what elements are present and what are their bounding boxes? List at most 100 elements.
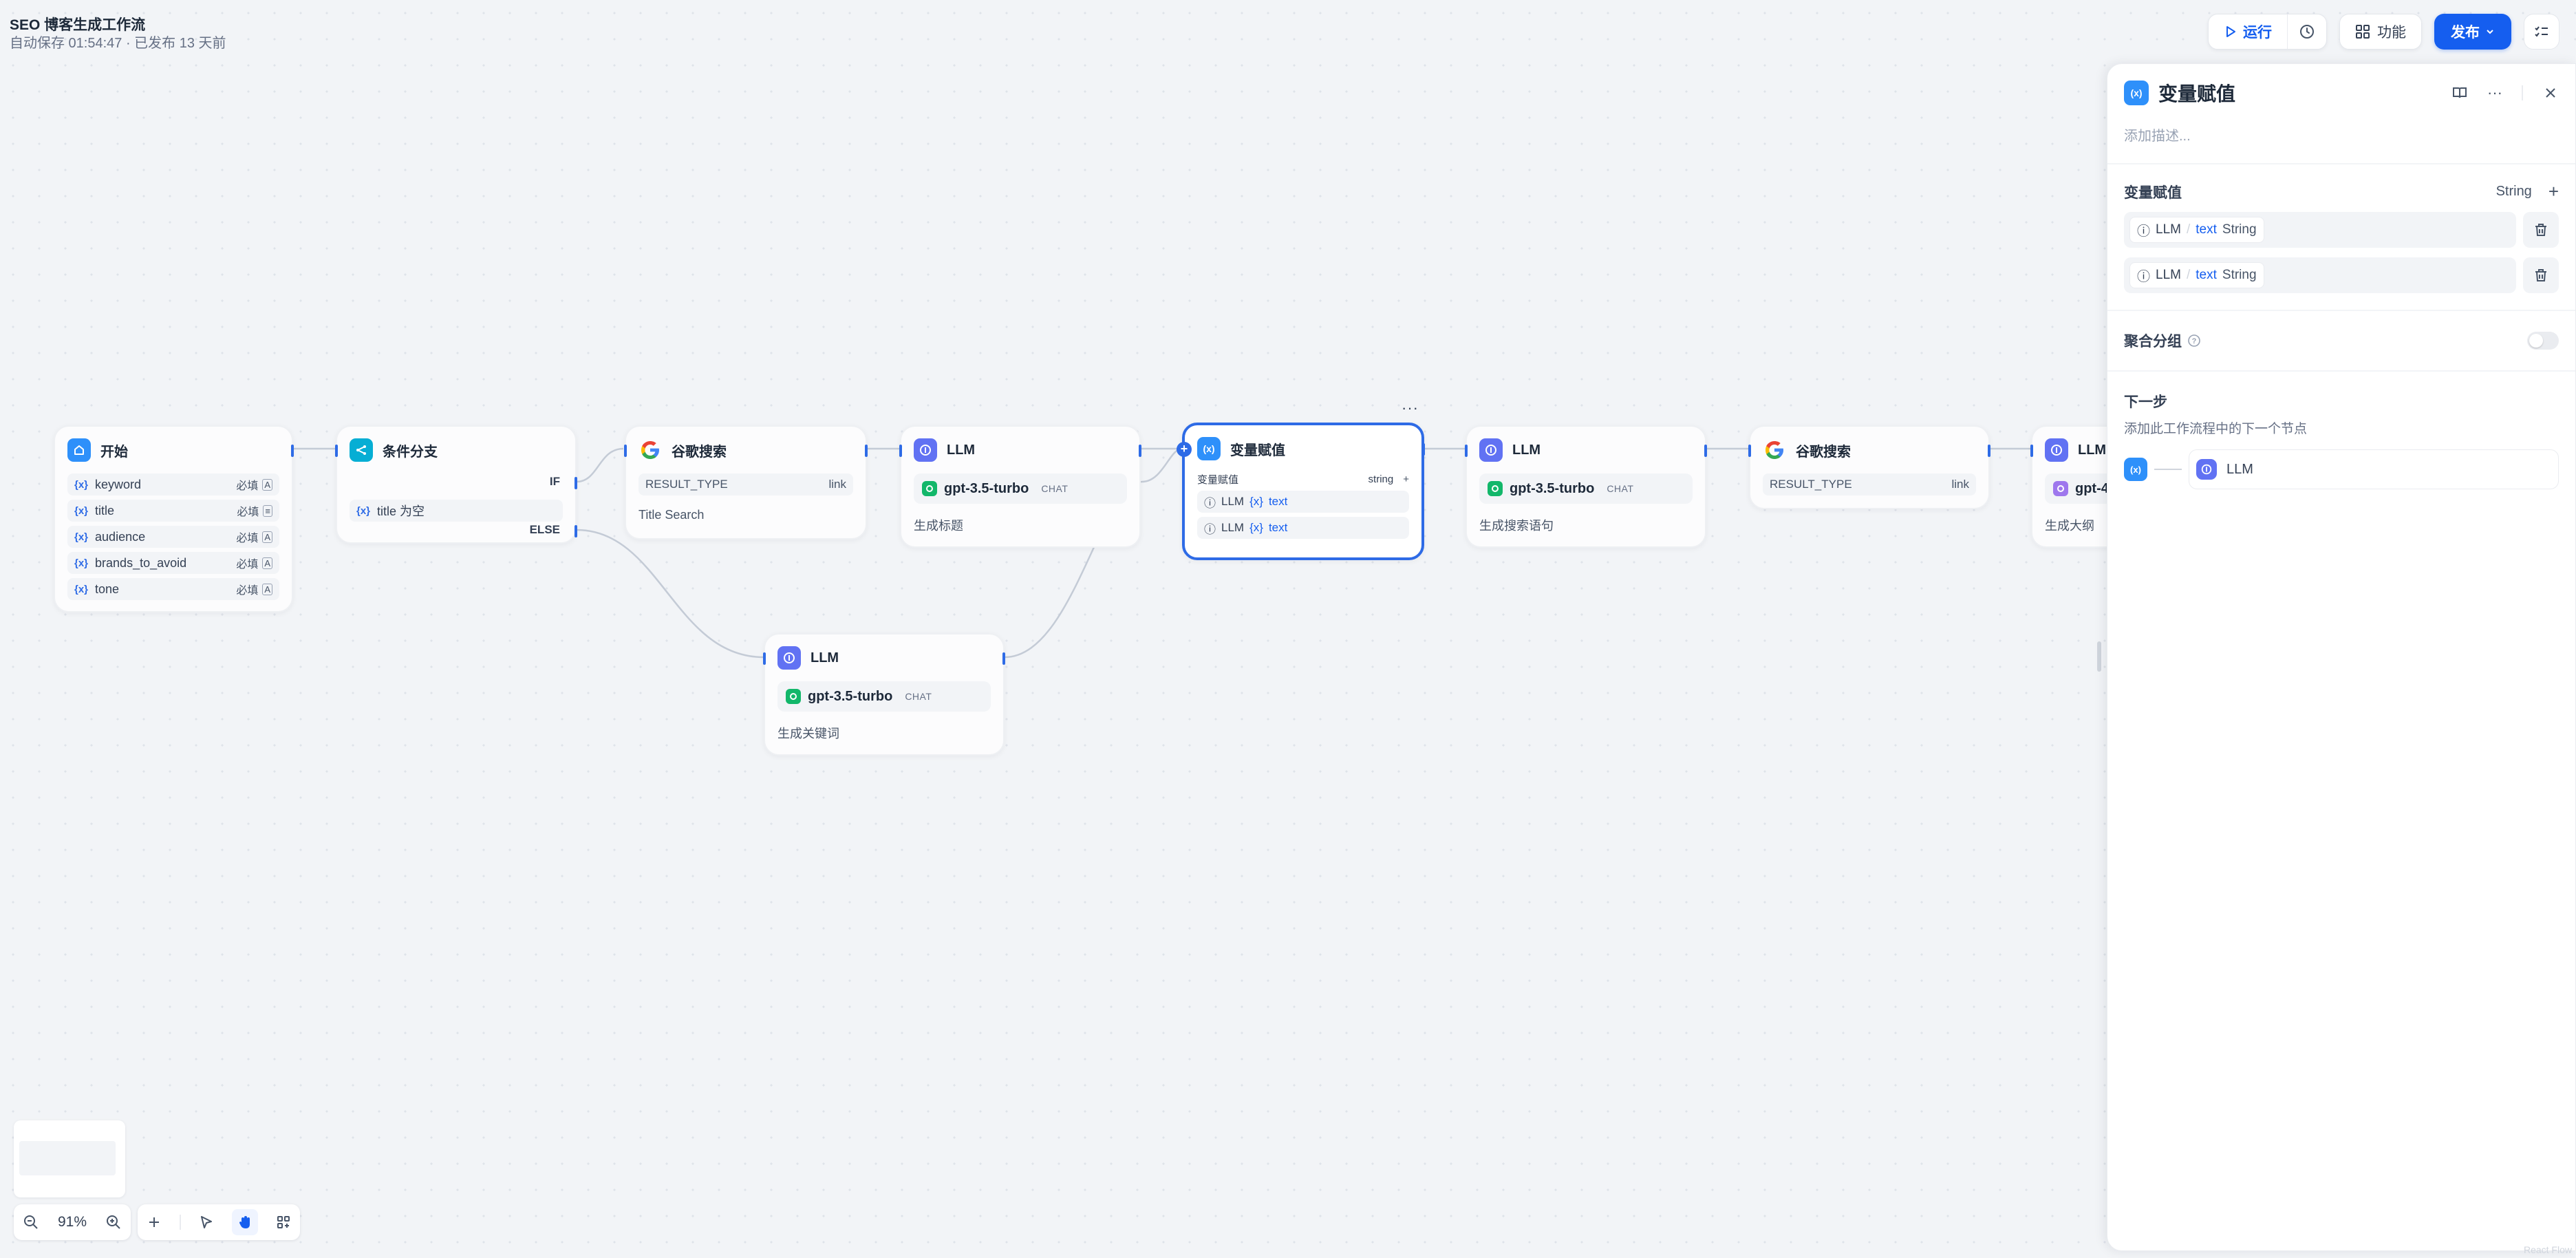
more-icon[interactable]: ··· xyxy=(2487,84,2502,101)
history-button[interactable] xyxy=(2288,14,2326,49)
node-llm[interactable]: LLM gpt-3.5-turbo CHAT 生成搜索语句 xyxy=(1465,425,1707,548)
llm-icon xyxy=(777,646,801,670)
divider xyxy=(2522,85,2523,100)
next-node-item[interactable]: LLM xyxy=(2189,449,2559,489)
model-name: gpt-3.5-turbo xyxy=(808,688,893,704)
node-llm-header: LLM xyxy=(765,635,1003,681)
output-type-select[interactable]: String xyxy=(2496,184,2532,199)
checklist-button[interactable] xyxy=(2524,14,2559,50)
divider xyxy=(2107,370,2575,372)
input-handle[interactable] xyxy=(1748,445,1751,457)
pointer-icon[interactable] xyxy=(199,1215,214,1230)
node-llm-header: LLM xyxy=(901,427,1139,473)
output-handle[interactable] xyxy=(291,445,294,457)
node-start-header: 开始 xyxy=(55,427,292,473)
trash-icon xyxy=(2535,269,2546,281)
divider xyxy=(2107,163,2575,164)
output-handle[interactable] xyxy=(1002,652,1005,665)
node-ifelse-header: 条件分支 xyxy=(337,427,575,473)
text-type-icon: A xyxy=(262,583,272,595)
delete-button[interactable] xyxy=(2523,257,2559,293)
input-handle[interactable] xyxy=(335,445,338,457)
assign-section: 变量赋值 String + ⓘ LLM / text String xyxy=(2107,164,2575,310)
zoom-out-icon[interactable] xyxy=(23,1214,39,1230)
minimap[interactable] xyxy=(14,1120,125,1197)
features-button[interactable]: 功能 xyxy=(2340,14,2421,49)
node-description: 生成搜索语句 xyxy=(1479,519,1554,533)
node-description: Title Search xyxy=(638,508,705,522)
add-icon[interactable]: + xyxy=(1403,473,1409,485)
delete-button[interactable] xyxy=(2523,212,2559,248)
minimap-viewport xyxy=(19,1141,116,1175)
hand-tool-button[interactable] xyxy=(232,1209,258,1235)
start-var-name: audience xyxy=(95,529,146,544)
input-handle[interactable] xyxy=(763,652,766,665)
openai-icon xyxy=(1488,481,1503,496)
output-handle[interactable] xyxy=(1704,445,1707,457)
panel-title[interactable]: 变量赋值 xyxy=(2158,83,2236,105)
if-output-handle[interactable] xyxy=(575,477,577,489)
input-handle[interactable] xyxy=(624,445,627,457)
required-label: 必填 xyxy=(236,585,259,597)
panel-resize-handle[interactable] xyxy=(2097,641,2101,672)
node-llm-keywords[interactable]: LLM gpt-3.5-turbo CHAT 生成关键词 xyxy=(763,633,1005,756)
add-variable-icon[interactable]: + xyxy=(2548,181,2559,202)
llm-icon xyxy=(1479,438,1503,462)
var-selector[interactable]: ⓘ LLM / text String xyxy=(2124,257,2516,293)
variable-icon: {x} xyxy=(1249,521,1263,534)
help-icon[interactable]: ? xyxy=(2187,334,2201,348)
variable-icon: {x} xyxy=(74,531,89,543)
input-handle[interactable] xyxy=(1465,445,1468,457)
group-toggle[interactable] xyxy=(2527,332,2559,350)
output-handle[interactable] xyxy=(865,445,868,457)
output-handle[interactable] xyxy=(1988,445,1990,457)
close-icon[interactable] xyxy=(2542,85,2559,101)
next-step-title: 下一步 xyxy=(2124,394,2167,410)
variable-icon: {x} xyxy=(356,504,371,517)
edge-else-llmkw xyxy=(576,529,764,659)
node-llm[interactable]: LLM gpt-3.5-turbo CHAT 生成标题 xyxy=(899,425,1141,548)
output-handle[interactable] xyxy=(1422,443,1425,456)
add-node-icon[interactable] xyxy=(147,1215,162,1230)
node-description: 生成关键词 xyxy=(777,727,839,740)
variable-icon: {x} xyxy=(74,583,89,595)
zoom-level[interactable]: 91% xyxy=(57,1214,87,1230)
node-google-title: 谷歌搜索 xyxy=(1796,444,1851,460)
node-assigner-header: (x) 变量赋值 xyxy=(1185,425,1421,472)
organize-icon[interactable] xyxy=(276,1215,291,1230)
variable-icon: (x) xyxy=(2124,81,2149,105)
book-icon[interactable] xyxy=(2451,85,2468,101)
next-node-name: LLM xyxy=(2226,461,2253,477)
workflow-edges xyxy=(293,447,2031,659)
assign-type: string xyxy=(1368,473,1394,485)
svg-text:?: ? xyxy=(2192,337,2197,345)
node-ifelse[interactable]: 条件分支 IF {x}title 为空 ELSE xyxy=(335,425,577,544)
text-type-icon: A xyxy=(262,557,272,569)
zoom-in-icon[interactable] xyxy=(105,1214,122,1230)
more-icon[interactable]: ··· xyxy=(1402,399,1419,416)
divider: / xyxy=(2186,268,2191,282)
input-handle[interactable] xyxy=(899,445,902,457)
output-handle[interactable] xyxy=(1139,445,1141,457)
input-handle[interactable] xyxy=(2030,445,2033,457)
run-button[interactable]: 运行 xyxy=(2209,14,2288,49)
node-ifelse-title: 条件分支 xyxy=(383,444,438,460)
node-assigner-title: 变量赋值 xyxy=(1230,443,1285,458)
else-output-handle[interactable] xyxy=(575,525,577,537)
add-input-handle[interactable]: + xyxy=(1177,442,1192,457)
features-group: 功能 xyxy=(2339,14,2422,50)
llm-small-icon: ⓘ xyxy=(2137,224,2151,239)
var-selector[interactable]: ⓘ LLM / text String xyxy=(2124,212,2516,248)
features-label: 功能 xyxy=(2377,25,2406,41)
divider xyxy=(180,1215,181,1230)
publish-button[interactable]: 发布 xyxy=(2434,14,2511,50)
node-llm-header: LLM xyxy=(2032,427,2271,473)
description-input[interactable]: 添加描述... xyxy=(2124,129,2191,144)
